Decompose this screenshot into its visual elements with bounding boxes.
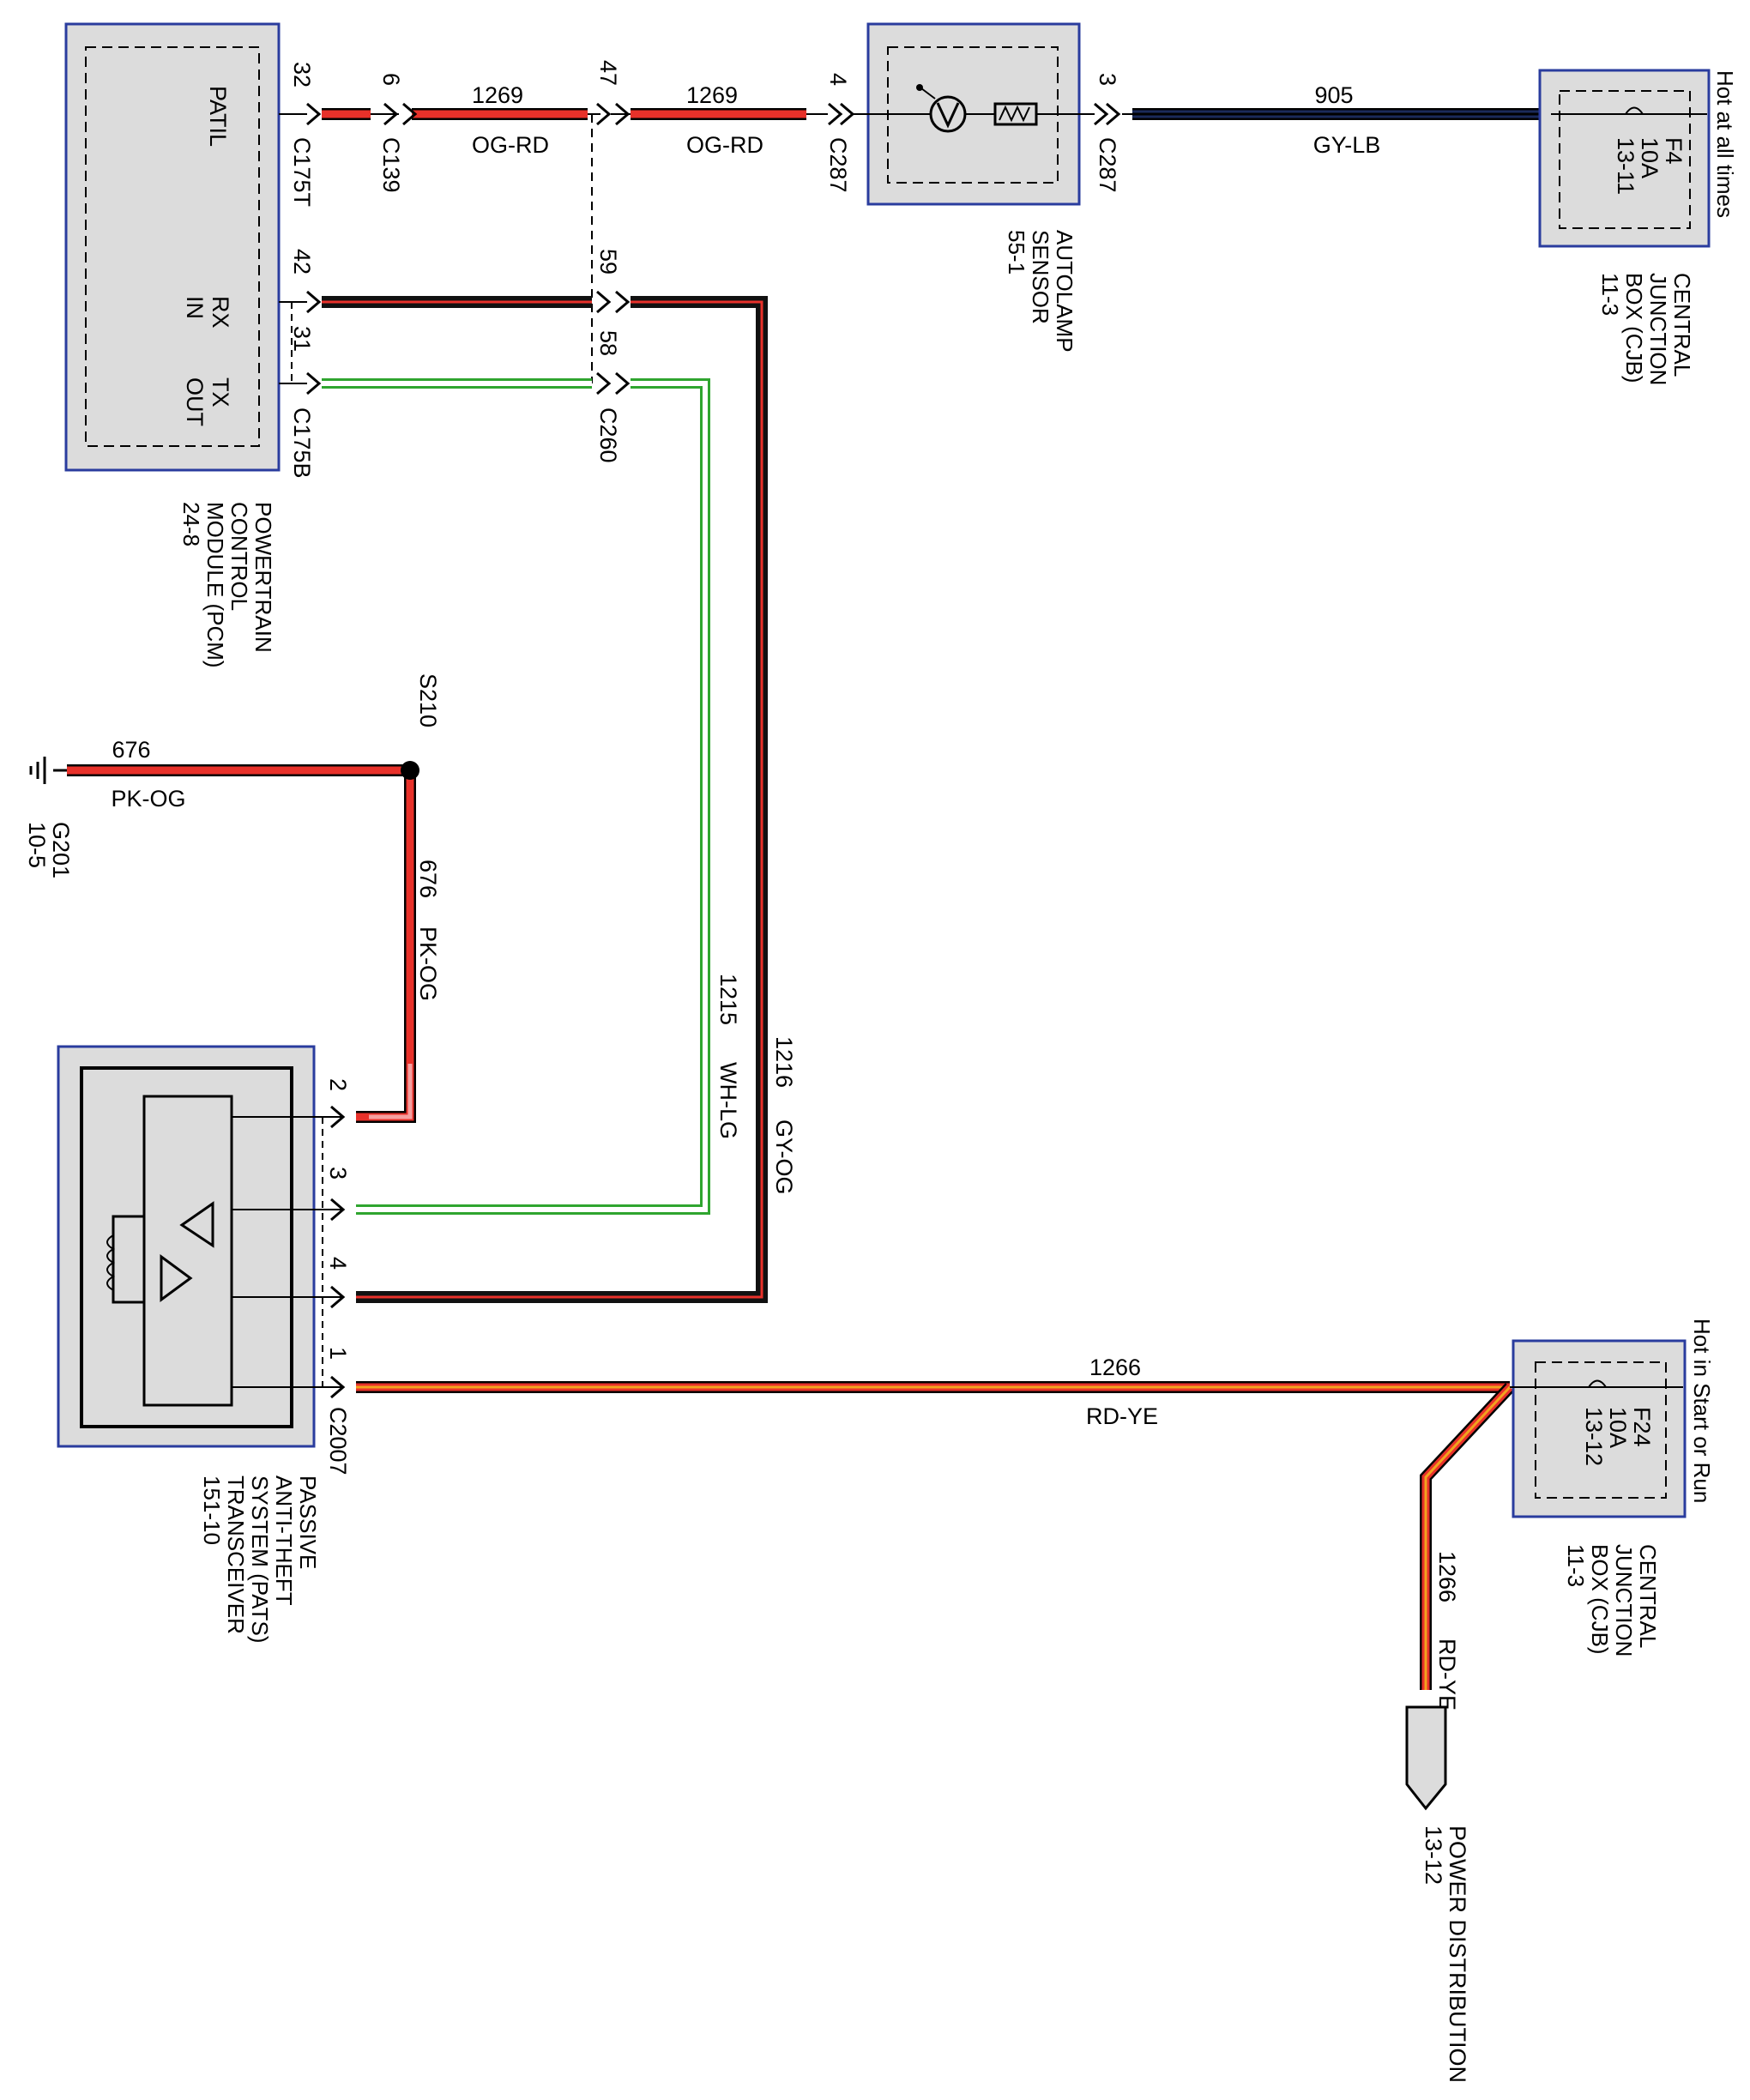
pcm-pin-out: OUT [182,377,208,426]
pcm-conn-c175t: C175T [289,137,315,207]
pcm-pin-31: 31 [289,326,315,352]
wire-676-v-num: 676 [415,860,441,898]
pats-pin-3: 3 [325,1167,351,1180]
pcm-pin-rx: RX [208,296,233,329]
pcm-pin-42: 42 [289,249,315,275]
pcm-pin-patil: PATIL [205,86,231,147]
ground-g201-label: G201 [48,822,74,878]
pats-name-line-4: TRANSCEIVER [223,1475,249,1634]
cjb-bottom-box [1510,1339,1687,1518]
wire-905-color: GY-LB [1313,132,1381,158]
wire-1266-v-color: RD-YE [1434,1638,1460,1711]
c287-label-left: C287 [825,137,851,193]
connector-arrows-top [306,102,1121,126]
wire-1216-num: 1216 [771,1036,797,1088]
pcm-label: POWERTRAIN CONTROL MODULE (PCM) 24-8 [178,502,276,668]
pcm-name-line-1: POWERTRAIN [250,502,276,653]
cjb-top-box [1538,69,1711,248]
wire-676-v-color: PK-OG [415,926,441,1001]
wire-1269-b-num: 1269 [686,82,738,108]
c139-label: C139 [378,137,404,193]
pcm-pin-32: 32 [289,62,315,88]
c260-arrows [306,290,631,395]
cjb-bottom-fuse-f24: F24 [1629,1407,1655,1447]
autolamp-label: AUTOLAMP SENSOR 55-1 [1004,230,1077,353]
splice-s210-label: S210 [415,673,441,727]
wire-676-h-color: PK-OG [111,786,185,812]
c260-pin-58: 58 [595,330,621,356]
wire-1216-color: GY-OG [771,1119,797,1195]
wire-1215 [322,378,710,1215]
pats-pin-4: 4 [325,1257,351,1270]
ground-g201-page: 10-5 [24,822,50,868]
cjb-top-fuse-f4: F4 [1661,137,1687,165]
c260-pin-47: 47 [595,60,621,86]
wire-1216 [322,296,768,1303]
wire-1215-num: 1215 [715,974,741,1025]
cjb-bottom-name-line-1: CENTRAL [1635,1544,1661,1648]
pats-label: PASSIVE ANTI-THEFT SYSTEM (PATS) TRANSCE… [199,1475,321,1644]
pats-conn-c2007: C2007 [325,1407,351,1475]
cjb-bottom-name-line-4: 11-3 [1563,1544,1589,1587]
pats-arrows [330,1105,346,1399]
cjb-bottom-label: CENTRAL JUNCTION BOX (CJB) 11-3 [1563,1544,1661,1656]
power-distribution-label: POWER DISTRIBUTION [1445,1825,1470,2083]
cjb-bottom-fuse-page: 13-12 [1581,1407,1607,1466]
autolamp-name-line-3: 55-1 [1004,230,1029,275]
wire-1266-h-num: 1266 [1089,1355,1141,1380]
cjb-top-name-line-2: JUNCTION [1645,273,1671,385]
pats-transceiver [57,1045,343,1448]
pcm-name-line-4: 24-8 [178,502,204,546]
splice-s210 [401,761,419,780]
ground-symbol [29,757,70,784]
power-distribution-connector [1405,1705,1447,1811]
c139-pin-6: 6 [378,73,404,86]
wire-676-h-num: 676 [112,737,150,763]
cjb-top-name-line-4: 11-3 [1597,273,1623,316]
autolamp-name-line-1: AUTOLAMP [1052,230,1077,353]
cjb-bottom-hot-label: Hot in Start or Run [1689,1319,1715,1503]
wire-676 [67,764,416,1123]
cjb-bottom-name-line-2: JUNCTION [1611,1544,1637,1656]
pats-name-line-1: PASSIVE [295,1475,321,1569]
pcm-name-line-2: CONTROL [226,502,252,611]
c287-pin-4: 4 [825,73,851,86]
pcm-module [64,22,307,472]
pcm-pin-tx: TX [208,377,233,407]
power-distribution-page: 13-12 [1421,1825,1446,1885]
cjb-top-fuse-amp: 10A [1637,137,1662,178]
c287-pin-3: 3 [1095,73,1120,86]
autolamp-sensor [853,22,1095,206]
pats-name-line-5: 151-10 [199,1475,225,1545]
c260-label: C260 [595,407,621,463]
wire-1269-a-color: OG-RD [472,132,549,158]
cjb-bottom-fuse-amp: 10A [1605,1407,1631,1448]
pats-pin-1: 1 [325,1347,351,1360]
pcm-conn-c175b: C175B [289,407,315,479]
cjb-top-fuse-page: 13-11 [1613,137,1638,195]
wire-1269-a-num: 1269 [472,82,523,108]
wire-1215-color: WH-LG [715,1062,741,1139]
pats-name-line-2: ANTI-THEFT [271,1475,297,1606]
wire-1266-v-num: 1266 [1434,1551,1460,1602]
cjb-top-name-line-1: CENTRAL [1669,273,1695,377]
cjb-top-label: CENTRAL JUNCTION BOX (CJB) 11-3 [1597,273,1695,385]
pats-name-line-3: SYSTEM (PATS) [247,1475,273,1644]
c287-label-right: C287 [1095,137,1120,193]
cjb-top-hot-label: Hot at all times [1712,70,1738,218]
c260-pin-59: 59 [595,249,621,275]
cjb-bottom-name-line-3: BOX (CJB) [1587,1544,1613,1655]
wire-1266-h-color: RD-YE [1086,1403,1158,1429]
wire-1266 [356,1381,1515,1690]
pats-pin-2: 2 [325,1078,351,1091]
wire-1269-b-color: OG-RD [686,132,763,158]
pcm-pin-in: IN [182,296,208,319]
wire-905-num: 905 [1314,82,1353,108]
pcm-name-line-3: MODULE (PCM) [202,502,228,668]
autolamp-name-line-2: SENSOR [1028,230,1053,324]
cjb-top-name-line-3: BOX (CJB) [1621,273,1647,383]
